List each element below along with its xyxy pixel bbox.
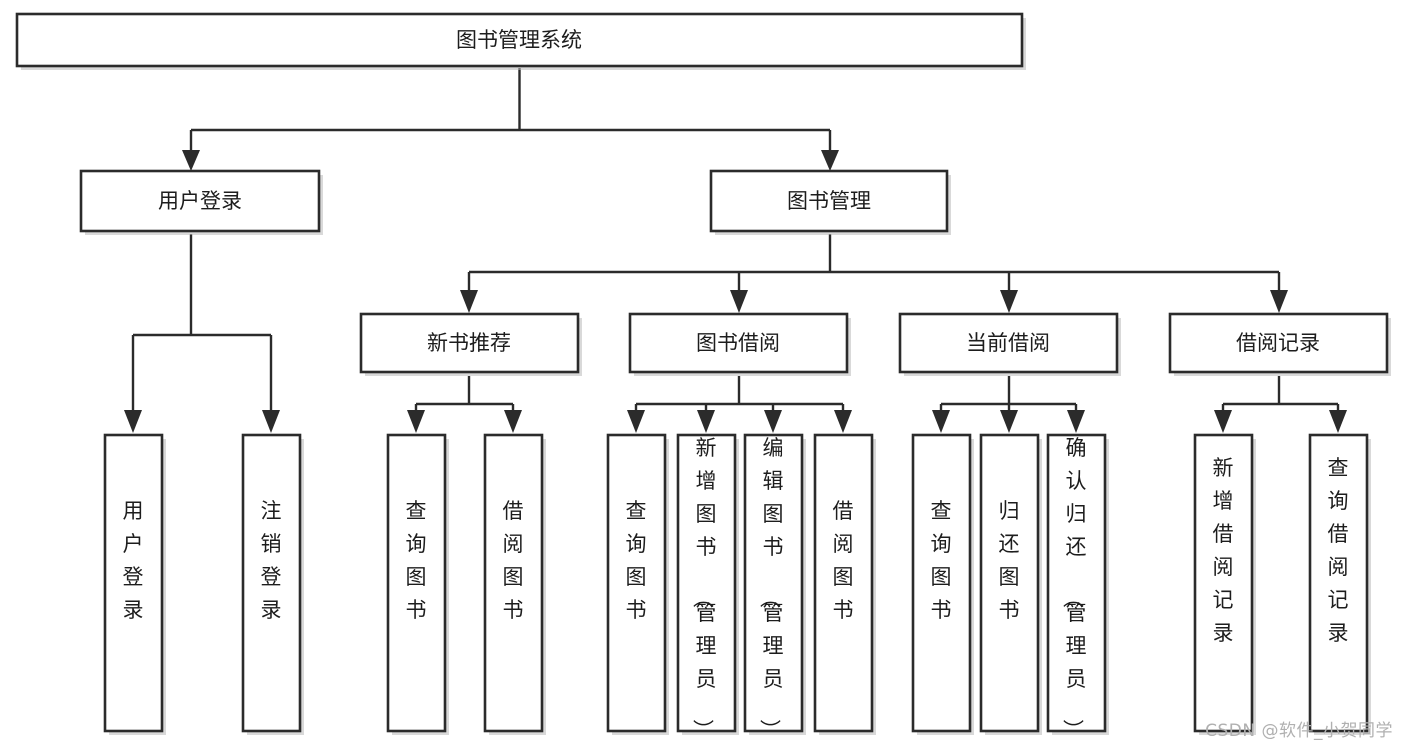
arrow-leaf-query-book-1 <box>407 410 425 433</box>
leaf-query-book-2-box <box>606 433 667 733</box>
leaf-borrow-book-2-box <box>813 433 874 733</box>
leaf-node-query-record[interactable]: 查询借阅记录 <box>1308 433 1371 735</box>
node-book-borrow-label: 图书借阅 <box>696 331 780 355</box>
leaf-query-book-3-label: 查询图书 <box>931 499 952 622</box>
arrow-leaf-query-record <box>1329 410 1347 433</box>
leaf-node-add-book[interactable]: 新增图书（管理员） <box>676 433 739 740</box>
leaf-borrow-book-1-box <box>483 433 544 733</box>
arrow-leaf-add-book <box>697 410 715 433</box>
arrow-leaf-add-record <box>1214 410 1232 433</box>
leaf-user-login-label: 用户登录 <box>123 499 144 622</box>
leaf-query-book-2-label: 查询图书 <box>626 499 647 622</box>
arrow-leaf-query-book-3 <box>932 410 950 433</box>
leaf-edit-book-box <box>743 433 804 733</box>
leaf-add-book-label: 新增图书（管理员） <box>691 436 717 740</box>
arrow-to-book-management <box>821 150 839 171</box>
leaf-query-book-3-box <box>911 433 972 733</box>
node-root-label: 图书管理系统 <box>456 28 582 52</box>
arrow-leaf-borrow-book-2 <box>834 410 852 433</box>
node-new-book-recommend-box <box>359 312 580 374</box>
csdn-watermark: CSDN @软件_小贺同学 <box>1205 721 1393 741</box>
leaf-borrow-book-2-label: 借阅图书 <box>833 499 854 622</box>
leaf-return-book-label: 归还图书 <box>999 499 1020 622</box>
leaf-logout-label: 注销登录 <box>261 499 282 622</box>
leaf-query-book-1-box <box>386 433 447 733</box>
arrow-to-new-book-recommend <box>460 290 478 313</box>
connectors-book-borrow-to-leaves <box>627 376 852 433</box>
arrow-leaf-logout <box>262 410 280 433</box>
connectors-user-login-to-leaves <box>124 234 280 433</box>
node-borrow-record[interactable]: 借阅记录 <box>1168 312 1391 376</box>
leaf-query-record-box <box>1308 433 1369 733</box>
leaf-node-user-login[interactable]: 用户登录 <box>103 433 166 735</box>
connectors-borrow-record-to-leaves <box>1214 376 1347 433</box>
leaf-node-query-book-3[interactable]: 查询图书 <box>911 433 974 735</box>
node-user-login-box <box>79 169 321 233</box>
leaf-query-record-label: 查询借阅记录 <box>1328 456 1349 645</box>
leaf-query-book-1-label: 查询图书 <box>406 499 427 622</box>
connectors-new-book-recommend-to-leaves <box>407 376 522 433</box>
leaf-add-record-box <box>1193 433 1254 733</box>
node-borrow-record-label: 借阅记录 <box>1236 331 1320 355</box>
leaf-node-confirm-return[interactable]: 确认归还（管理员） <box>1046 433 1109 740</box>
node-root[interactable]: 图书管理系统 <box>15 12 1026 70</box>
node-book-management-label: 图书管理 <box>787 189 871 213</box>
leaf-node-query-book-1[interactable]: 查询图书 <box>386 433 449 735</box>
leaf-node-logout[interactable]: 注销登录 <box>241 433 304 735</box>
leaf-confirm-return-label: 确认归还（管理员） <box>1061 436 1087 740</box>
leaf-confirm-return-box <box>1046 433 1107 733</box>
node-current-borrow[interactable]: 当前借阅 <box>898 312 1121 376</box>
node-user-login-label: 用户登录 <box>158 189 242 213</box>
node-new-book-recommend-label: 新书推荐 <box>427 331 511 355</box>
arrow-leaf-user-login <box>124 410 142 433</box>
leaf-borrow-book-1-label: 借阅图书 <box>503 499 524 622</box>
node-borrow-record-box <box>1168 312 1389 374</box>
leaf-logout-box <box>241 433 302 733</box>
arrow-leaf-confirm-return <box>1067 410 1085 433</box>
leaf-node-query-book-2[interactable]: 查询图书 <box>606 433 669 735</box>
arrow-leaf-edit-book <box>764 410 782 433</box>
leaf-edit-book-label: 编辑图书（管理员） <box>758 436 784 740</box>
arrow-leaf-borrow-book-1 <box>504 410 522 433</box>
arrow-to-current-borrow <box>1000 290 1018 313</box>
connectors-root-to-level1 <box>182 68 839 171</box>
node-book-borrow[interactable]: 图书借阅 <box>628 312 851 376</box>
connectors-current-borrow-to-leaves <box>932 376 1085 433</box>
arrow-leaf-return-book <box>1000 410 1018 433</box>
leaf-node-borrow-book-2[interactable]: 借阅图书 <box>813 433 876 735</box>
arrow-to-user-login <box>182 150 200 171</box>
leaf-node-edit-book[interactable]: 编辑图书（管理员） <box>743 433 806 740</box>
leaf-node-borrow-book-1[interactable]: 借阅图书 <box>483 433 546 735</box>
node-book-management-box <box>709 169 949 233</box>
arrow-leaf-query-book-2 <box>627 410 645 433</box>
leaf-return-book-box <box>979 433 1040 733</box>
arrow-to-book-borrow <box>730 290 748 313</box>
node-book-borrow-box <box>628 312 849 374</box>
node-current-borrow-label: 当前借阅 <box>966 331 1050 355</box>
node-book-management[interactable]: 图书管理 <box>709 169 951 235</box>
node-root-box <box>15 12 1024 68</box>
connectors-book-management-to-level2 <box>460 234 1288 313</box>
node-new-book-recommend[interactable]: 新书推荐 <box>359 312 582 376</box>
leaf-add-record-label: 新增借阅记录 <box>1213 456 1234 645</box>
node-current-borrow-box <box>898 312 1119 374</box>
leaf-user-login-box <box>103 433 164 733</box>
leaf-node-add-record[interactable]: 新增借阅记录 <box>1193 433 1256 735</box>
node-user-login[interactable]: 用户登录 <box>79 169 323 235</box>
arrow-to-borrow-record <box>1270 290 1288 313</box>
leaf-add-book-box <box>676 433 737 733</box>
leaf-node-return-book[interactable]: 归还图书 <box>979 433 1042 735</box>
